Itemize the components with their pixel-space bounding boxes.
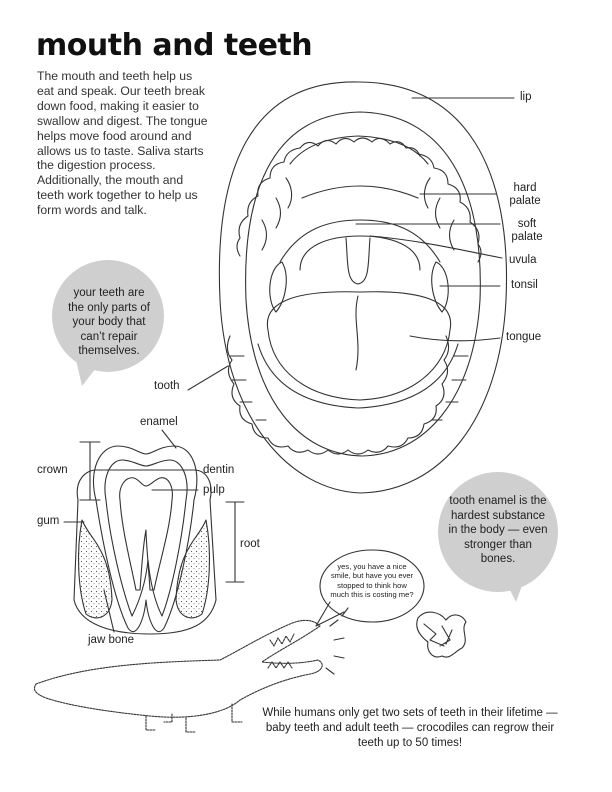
- tooth-dentin: [104, 459, 188, 617]
- lower-teeth: [226, 335, 469, 455]
- uvula: [345, 237, 371, 285]
- label-tongue: tongue: [506, 331, 542, 343]
- page-title: mouth and teeth: [36, 28, 313, 63]
- bubble-repair: [52, 260, 164, 386]
- fact-repair: your teeth are the only parts of your bo…: [68, 287, 150, 357]
- soft-palate: [279, 219, 441, 263]
- label-jaw-bone: jaw bone: [88, 634, 135, 646]
- tonsil-right: [431, 261, 449, 313]
- lip-outline: [218, 81, 508, 494]
- label-tonsil: tonsil: [511, 279, 538, 291]
- mouth-opening: [245, 111, 481, 457]
- mouth-leader-lines: [187, 97, 515, 391]
- label-tooth: tooth: [154, 380, 180, 392]
- intro-paragraph: The mouth and teeth help us eat and spea…: [37, 69, 208, 218]
- label-pulp: pulp: [203, 484, 225, 496]
- label-root: root: [240, 538, 260, 550]
- jaw-bone-left: [77, 519, 113, 619]
- crocodile-speech: yes, you have a nice smile, but have you…: [330, 562, 414, 600]
- tonsil-left: [269, 261, 287, 313]
- label-soft-palate: soft palate: [511, 218, 543, 243]
- mouth-diagram: [187, 81, 515, 494]
- label-crown: crown: [37, 464, 68, 476]
- tooth-diagram: [63, 429, 245, 635]
- tongue: [266, 291, 452, 401]
- label-uvula: uvula: [509, 254, 537, 266]
- label-dentin: dentin: [203, 464, 235, 476]
- label-hard-palate: hard palate: [509, 182, 541, 207]
- hard-palate: [301, 185, 419, 199]
- toothbrush-scribble: [416, 611, 467, 658]
- label-enamel: enamel: [140, 416, 178, 428]
- upper-teeth: [236, 135, 482, 263]
- root-bracket: [225, 501, 245, 583]
- crown-bracket: [79, 441, 101, 501]
- tooth-pulp: [119, 477, 173, 591]
- label-gum: gum: [37, 515, 60, 527]
- speech-bubble: [315, 549, 425, 627]
- crocodile-fact: While humans only get two sets of teeth …: [262, 707, 558, 749]
- fact-enamel: tooth enamel is the hardest substance in…: [448, 495, 548, 565]
- crocodile: [33, 619, 323, 733]
- tooth-enamel: [92, 445, 198, 633]
- bubble-enamel: [438, 472, 558, 602]
- jaw-bone-right: [175, 519, 211, 619]
- gum: [73, 469, 217, 635]
- label-lip: lip: [520, 91, 532, 103]
